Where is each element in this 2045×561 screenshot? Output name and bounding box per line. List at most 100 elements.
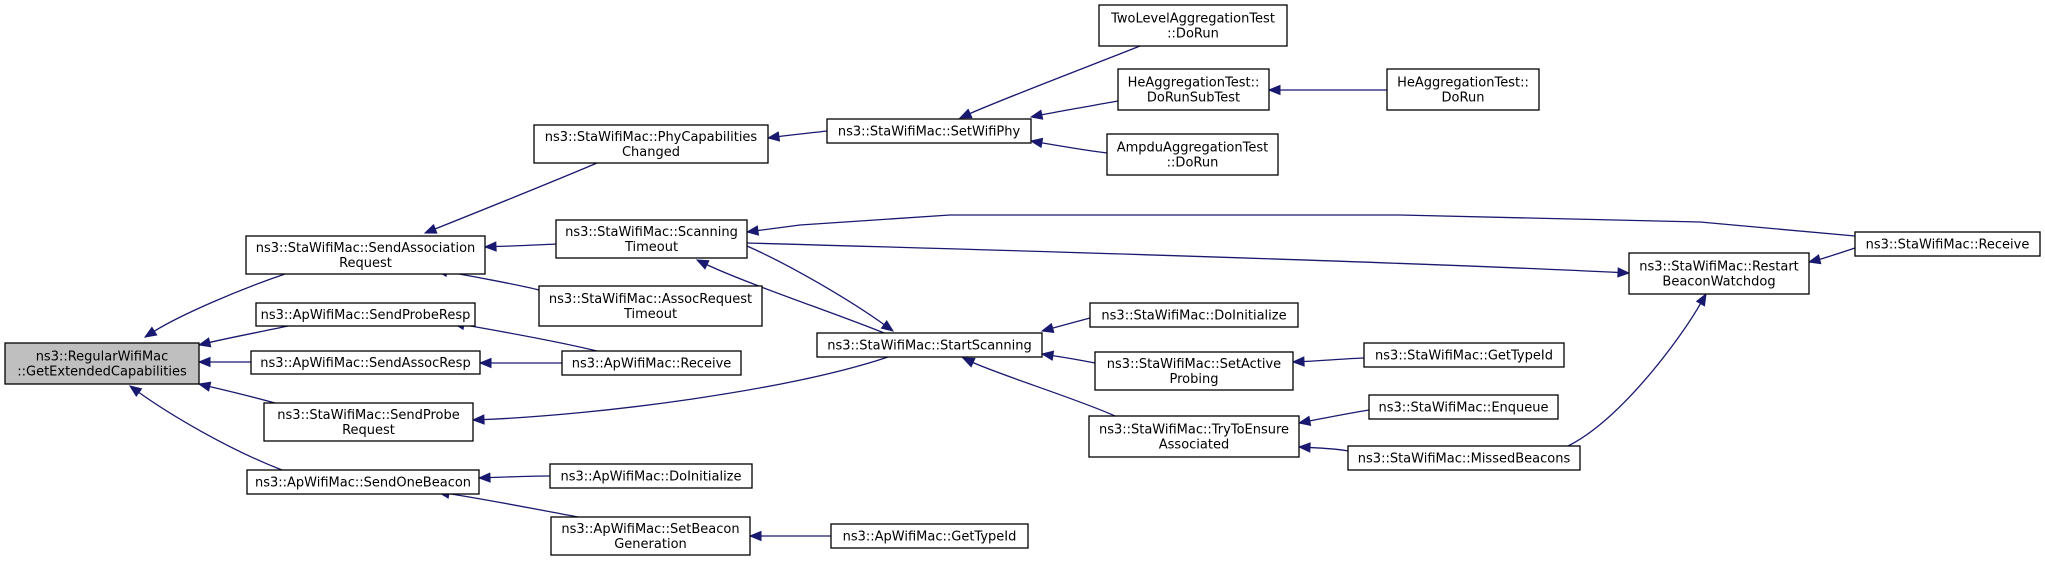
node-ap-receive[interactable]: ns3::ApWifiMac::Receive: [561, 350, 742, 376]
edge-ap_sendproberesp-to-root: [197, 325, 289, 348]
node-he-dorun[interactable]: HeAggregationTest::DoRun: [1386, 68, 1540, 111]
node-label: ns3::StaWifiMac::SetWifiPhy: [838, 125, 1021, 140]
edge-sta_enqueue-to-sta_trytoensure: [1297, 409, 1370, 426]
edge-sta_receive-to-sta_restartbeacon: [1807, 247, 1856, 265]
node-label: ns3::StaWifiMac::DoInitialize: [1101, 309, 1286, 324]
node-label: Associated: [1159, 438, 1229, 453]
node-label: ns3::ApWifiMac::DoInitialize: [560, 470, 741, 485]
node-box: [538, 285, 763, 327]
edge-sta_sendprobe-to-root: [197, 381, 276, 404]
edge-sta_scantimeout-to-sta_sendassoc: [483, 241, 557, 252]
edge-sta_doinit-to-sta_startscan: [1040, 317, 1091, 333]
node-ap-gettypeid[interactable]: ns3::ApWifiMac::GetTypeId: [830, 523, 1029, 549]
node-box: [830, 523, 1029, 549]
node-box: [1368, 394, 1559, 420]
node-label: ns3::StaWifiMac::PhyCapabilities: [545, 130, 758, 145]
node-box: [1088, 415, 1300, 458]
node-box: [246, 469, 480, 495]
node-box: [1854, 231, 2041, 257]
node-label: ns3::ApWifiMac::SetBeacon: [561, 522, 739, 537]
node-label: Generation: [614, 537, 687, 552]
node-box: [533, 124, 769, 164]
edge-sta_scantimeout-to-sta_startscan: [746, 245, 895, 332]
node-label: ns3::StaWifiMac::Scanning: [565, 225, 738, 240]
node-box: [549, 463, 753, 489]
node-twolevel[interactable]: TwoLevelAggregationTest::DoRun: [1098, 4, 1288, 47]
node-sta-startscan[interactable]: ns3::StaWifiMac::StartScanning: [816, 332, 1043, 358]
node-box: [1386, 68, 1540, 111]
edge-sta_trytoensure-to-sta_startscan: [961, 357, 1116, 417]
node-box: [561, 350, 742, 376]
node-sta-gettypeid[interactable]: ns3::StaWifiMac::GetTypeId: [1363, 342, 1565, 368]
node-ap-doinit[interactable]: ns3::ApWifiMac::DoInitialize: [549, 463, 753, 489]
node-ap-sendproberesp[interactable]: ns3::ApWifiMac::SendProbeResp: [255, 302, 476, 327]
node-ampdu[interactable]: AmpduAggregationTest::DoRun: [1106, 133, 1279, 176]
edge-ap_receive-to-ap_sendassocresp: [478, 357, 563, 369]
node-label: ::DoRun: [1167, 27, 1219, 42]
node-sta-doinit[interactable]: ns3::StaWifiMac::DoInitialize: [1089, 302, 1299, 328]
node-box: [1089, 302, 1299, 328]
node-label: ns3::ApWifiMac::SendProbeResp: [261, 308, 471, 323]
node-box: [1106, 133, 1279, 176]
node-box: [1117, 68, 1270, 111]
node-box: [550, 516, 751, 556]
node-label: ns3::StaWifiMac::SetActive: [1107, 357, 1281, 372]
node-box: [1363, 342, 1565, 368]
node-label: ::GetExtendedCapabilities: [17, 365, 187, 380]
edge-twolevel-to-sta_setwifiphy: [958, 45, 1141, 119]
node-box: [250, 350, 481, 375]
node-ap-sendonebeacon[interactable]: ns3::ApWifiMac::SendOneBeacon: [246, 469, 480, 495]
node-sta-receive[interactable]: ns3::StaWifiMac::Receive: [1854, 231, 2041, 257]
nodes-layer: ns3::RegularWifiMac::GetExtendedCapabili…: [4, 4, 2041, 556]
node-label: ns3::StaWifiMac::SendAssociation: [256, 241, 476, 256]
node-label: ns3::StaWifiMac::Enqueue: [1379, 401, 1549, 416]
node-sta-enqueue[interactable]: ns3::StaWifiMac::Enqueue: [1368, 394, 1559, 420]
node-label: ns3::StaWifiMac::StartScanning: [827, 339, 1032, 354]
node-label: ns3::StaWifiMac::GetTypeId: [1375, 349, 1553, 364]
node-he-subtest[interactable]: HeAggregationTest::DoRunSubTest: [1117, 68, 1270, 111]
node-label: ns3::StaWifiMac::AssocRequest: [549, 292, 752, 307]
edge-sta_receive-to-sta_scantimeout: [745, 214, 1856, 237]
node-label: ns3::StaWifiMac::Restart: [1639, 260, 1799, 275]
node-label: AmpduAggregationTest: [1117, 141, 1268, 156]
edge-sta_missedbeacons-to-sta_trytoensure: [1297, 442, 1349, 453]
node-box: [245, 235, 486, 275]
node-box: [816, 332, 1043, 358]
node-ap-sendassocresp[interactable]: ns3::ApWifiMac::SendAssocResp: [250, 350, 481, 375]
node-box: [255, 302, 476, 327]
node-label: ns3::ApWifiMac::GetTypeId: [843, 530, 1017, 545]
node-sta-setwifiphy[interactable]: ns3::StaWifiMac::SetWifiPhy: [826, 118, 1032, 144]
node-label: ns3::ApWifiMac::Receive: [572, 357, 732, 372]
node-label: Timeout: [624, 240, 678, 255]
node-label: BeaconWatchdog: [1662, 275, 1775, 290]
node-box: [263, 402, 474, 442]
node-label: Request: [339, 256, 392, 271]
node-label: HeAggregationTest::: [1397, 76, 1529, 91]
node-label: TwoLevelAggregationTest: [1110, 12, 1275, 27]
node-label: DoRun: [1442, 91, 1485, 106]
node-root[interactable]: ns3::RegularWifiMac::GetExtendedCapabili…: [4, 342, 200, 385]
edge-sta_missedbeacons-to-sta_restartbeacon: [1567, 292, 1707, 447]
edge-he_dorun-to-he_subtest: [1267, 84, 1387, 96]
node-box: [4, 342, 200, 385]
node-label: ns3::ApWifiMac::SendOneBeacon: [255, 476, 471, 491]
node-sta-missedbeacons[interactable]: ns3::StaWifiMac::MissedBeacons: [1347, 445, 1581, 471]
node-box: [1098, 4, 1288, 47]
edge-sta_startscan-to-sta_sendprobe: [471, 356, 889, 425]
edge-sta_setactive-to-sta_startscan: [1040, 350, 1096, 364]
edge-ap_doinit-to-ap_sendonebeacon: [477, 472, 551, 483]
node-label: ns3::ApWifiMac::SendAssocResp: [260, 356, 470, 371]
node-label: Probing: [1170, 372, 1219, 387]
node-box: [555, 219, 748, 259]
node-label: ::DoRun: [1167, 156, 1219, 171]
